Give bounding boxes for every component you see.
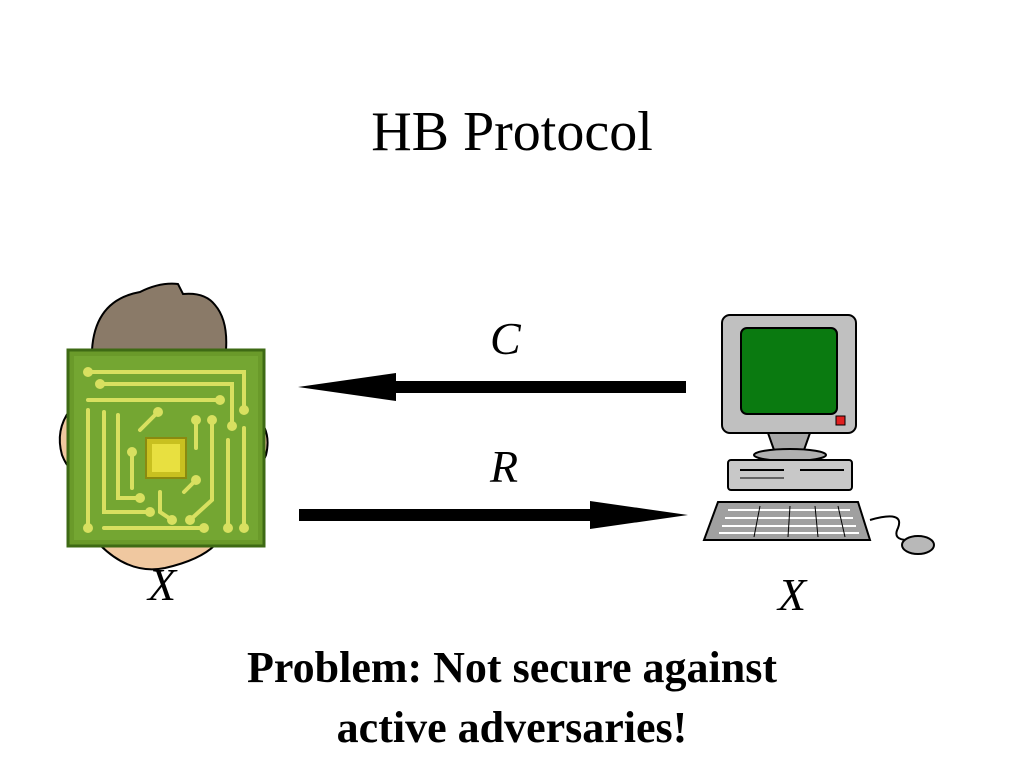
slide-title: HB Protocol bbox=[371, 101, 653, 163]
response-label: R bbox=[490, 441, 519, 492]
rfid-tag-person-icon bbox=[58, 282, 269, 571]
response-arrow bbox=[299, 501, 688, 529]
desktop-computer-icon bbox=[702, 314, 935, 555]
challenge-label: C bbox=[490, 313, 521, 364]
challenge-arrow bbox=[298, 373, 686, 401]
problem-line-2: active adversaries! bbox=[336, 703, 688, 752]
tag-secret-label: X bbox=[148, 559, 177, 610]
problem-line-1: Problem: Not secure against bbox=[247, 643, 777, 692]
problem-statement: Problem: Not secure against active adver… bbox=[0, 638, 1024, 758]
reader-secret-label: X bbox=[778, 569, 807, 620]
